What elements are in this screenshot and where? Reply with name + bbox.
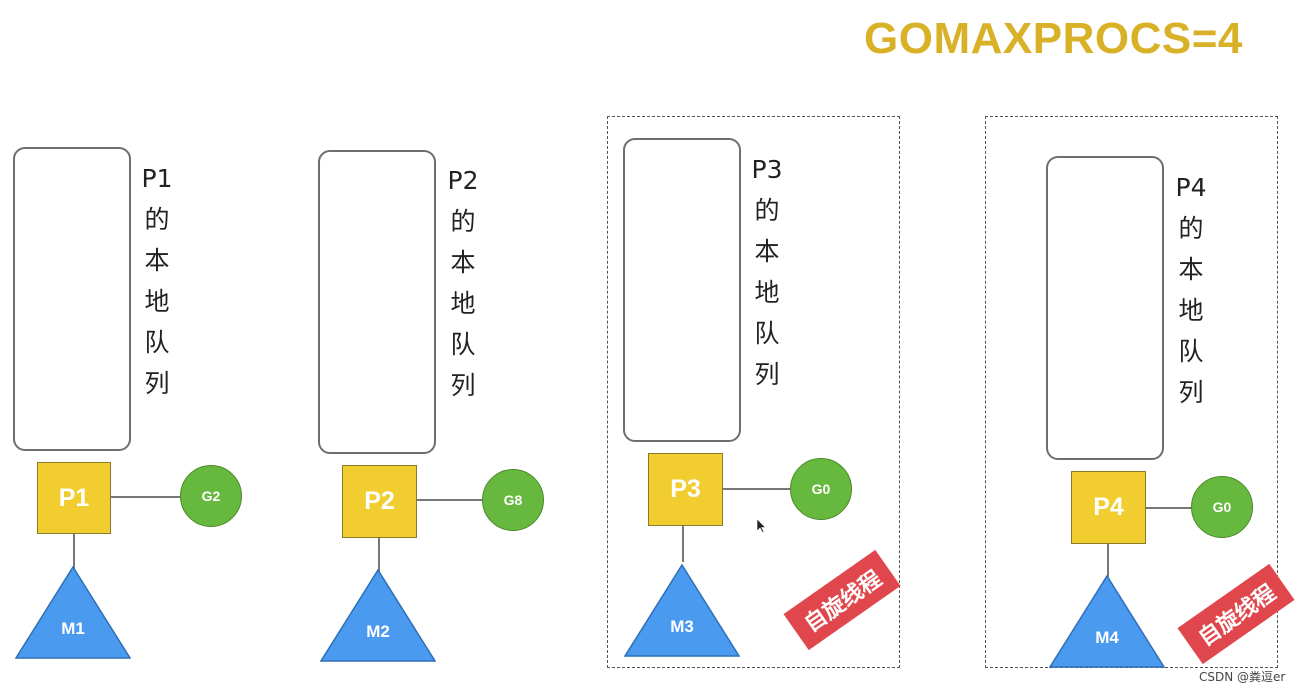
processor-p4: P4 bbox=[1071, 471, 1146, 544]
goroutine-g0-p3: G0 bbox=[790, 458, 852, 520]
processor-p3: P3 bbox=[648, 453, 723, 526]
p4-m-connector bbox=[1107, 544, 1109, 577]
machine-m1: M1 bbox=[15, 566, 131, 659]
local-queue-p3 bbox=[623, 138, 741, 442]
local-queue-p4 bbox=[1046, 156, 1164, 460]
machine-m3: M3 bbox=[624, 564, 740, 657]
goroutine-g8: G8 bbox=[482, 469, 544, 531]
p2-g-connector bbox=[417, 499, 485, 501]
p3-m-connector bbox=[682, 526, 684, 562]
machine-triangle bbox=[320, 569, 436, 662]
watermark: CSDN @粪逗er bbox=[1199, 670, 1286, 684]
mouse-cursor-icon bbox=[756, 518, 767, 538]
machine-triangle bbox=[15, 566, 131, 659]
spinning-thread-frame-3 bbox=[607, 116, 900, 668]
machine-m4: M4 bbox=[1049, 575, 1165, 668]
machine-m2: M2 bbox=[320, 569, 436, 662]
processor-p2: P2 bbox=[342, 465, 417, 538]
processor-p1: P1 bbox=[37, 462, 111, 534]
p1-g-connector bbox=[111, 496, 183, 498]
goroutine-g0-p4: G0 bbox=[1191, 476, 1253, 538]
machine-label-m3: M3 bbox=[670, 617, 694, 636]
machine-triangle bbox=[624, 564, 740, 657]
machine-triangle bbox=[1049, 575, 1165, 668]
p4-g-connector bbox=[1146, 507, 1194, 509]
local-queue-p1 bbox=[13, 147, 131, 451]
goroutine-g2: G2 bbox=[180, 465, 242, 527]
machine-label-m2: M2 bbox=[366, 622, 390, 641]
machine-label-m4: M4 bbox=[1095, 628, 1119, 647]
p1-m-connector bbox=[73, 534, 75, 570]
local-queue-p2 bbox=[318, 150, 436, 454]
machine-label-m1: M1 bbox=[61, 619, 85, 638]
p3-g-connector bbox=[723, 488, 793, 490]
diagram-title: GOMAXPROCS=4 bbox=[864, 14, 1243, 63]
p2-m-connector bbox=[378, 538, 380, 573]
